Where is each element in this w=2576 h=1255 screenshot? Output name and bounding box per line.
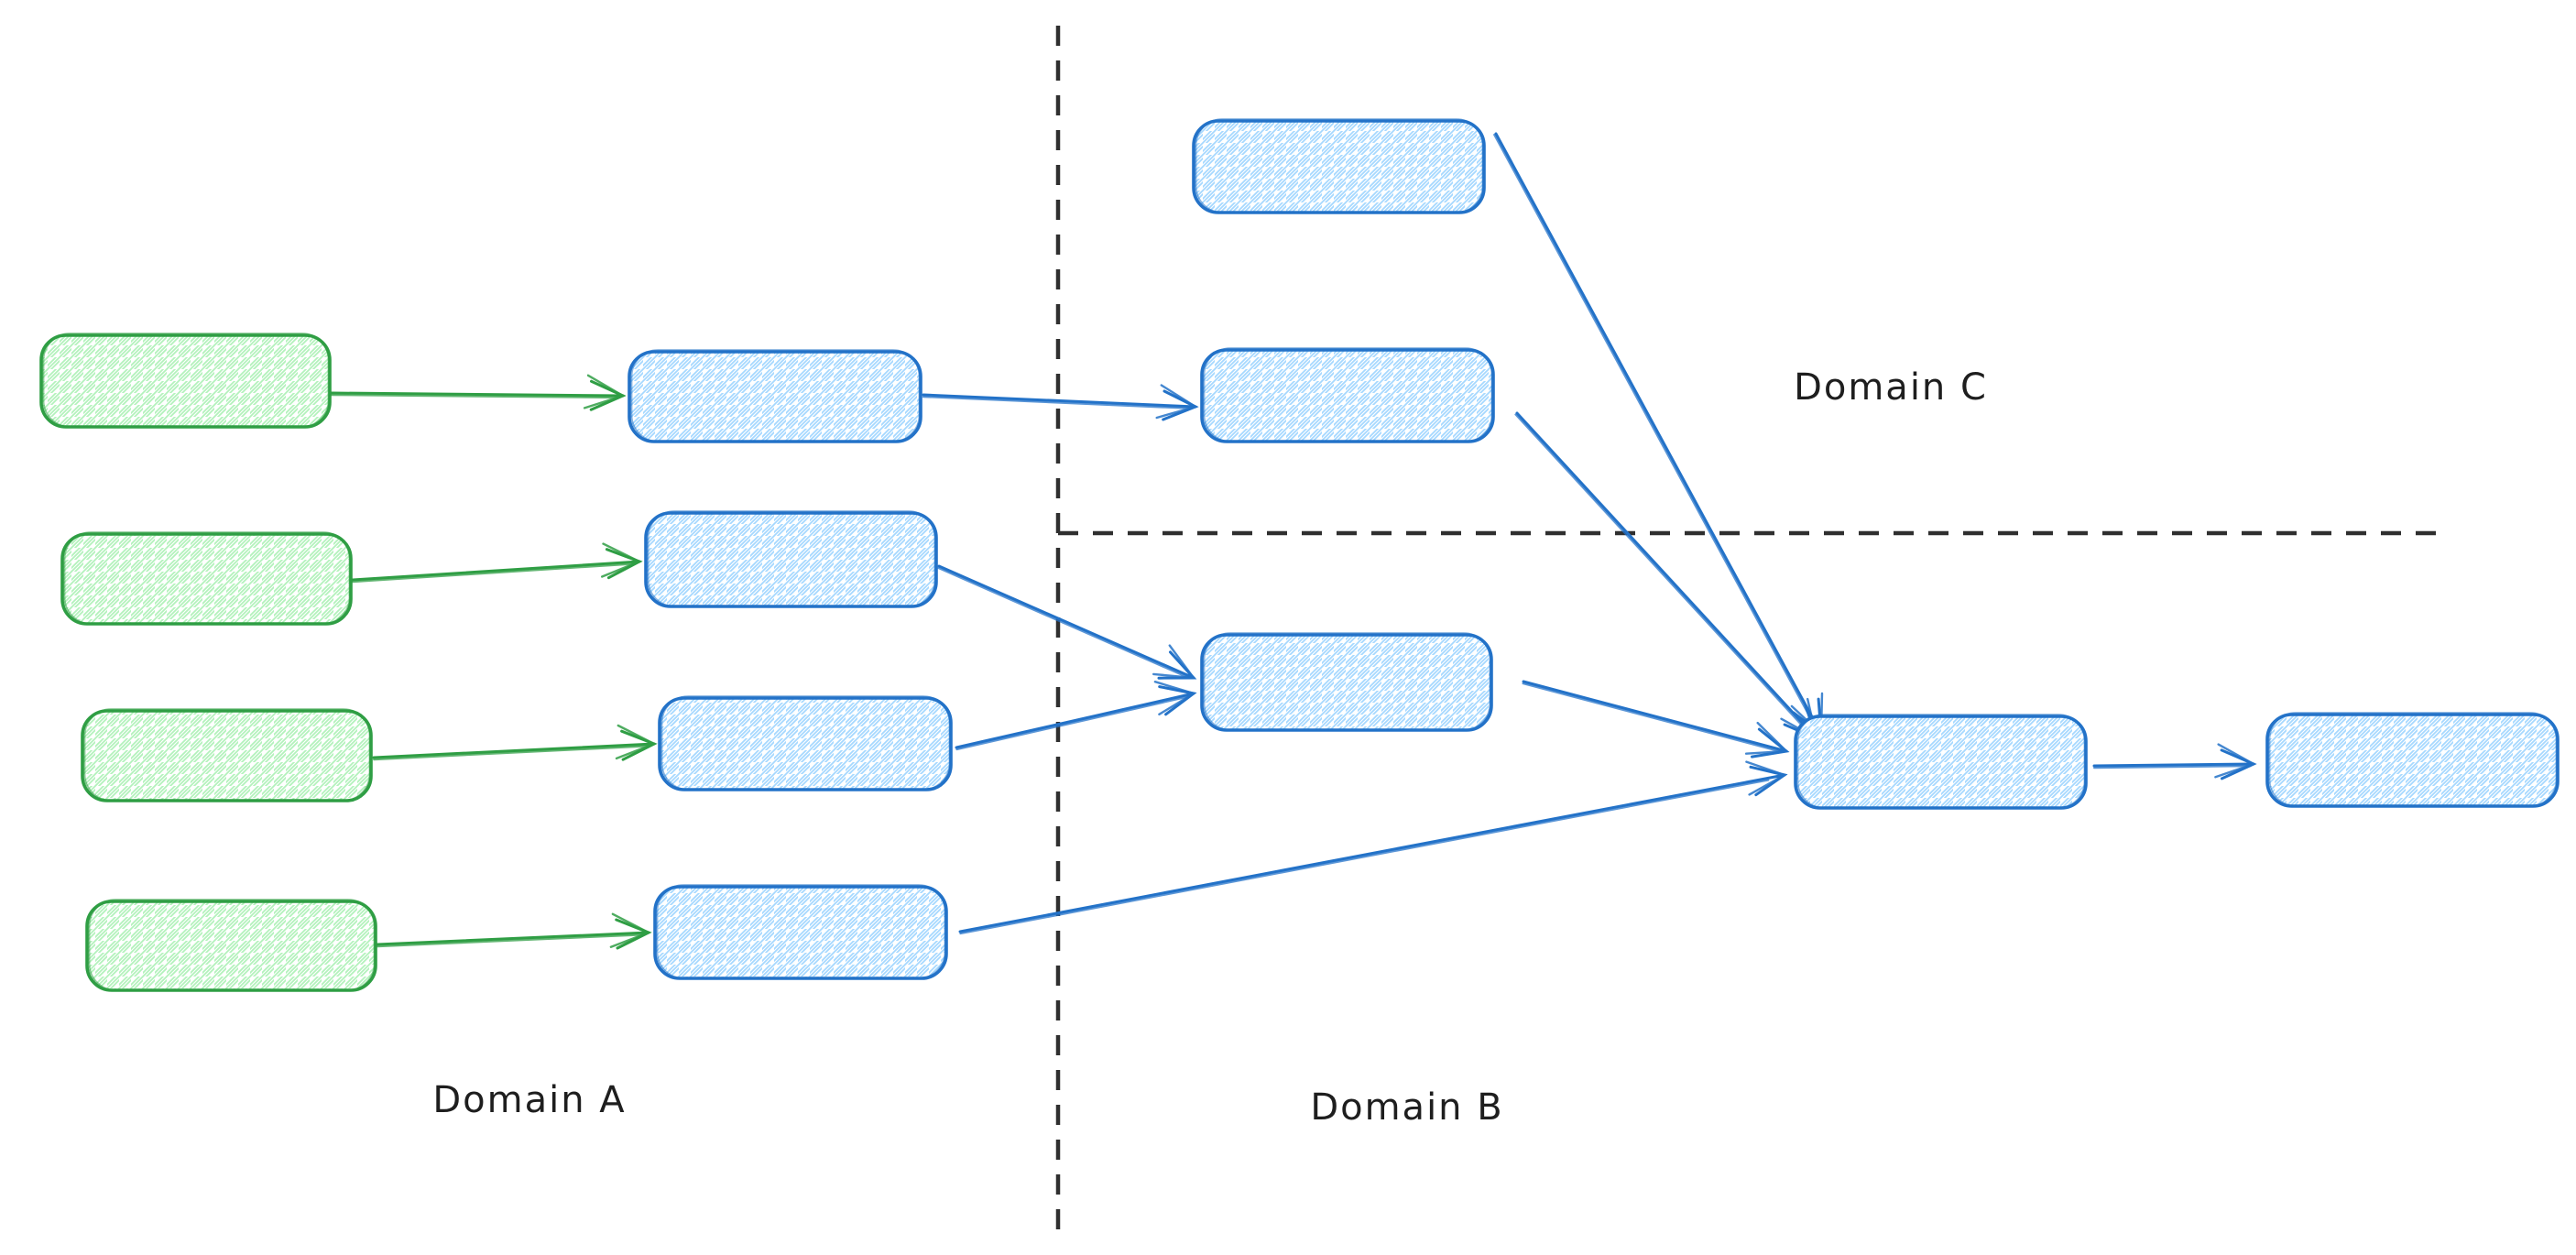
edge-stage1-bmid-arrow bbox=[922, 384, 1199, 421]
domain-a-stage-1-node bbox=[628, 349, 922, 443]
edge-cmerge-coutput-arrow bbox=[2092, 743, 2257, 780]
domain-a-stage-4-node bbox=[653, 884, 948, 980]
edge-source1-stage1-arrow bbox=[330, 374, 627, 411]
domain-b-top-node bbox=[1192, 118, 1486, 214]
domain-a-source-3-node bbox=[81, 708, 373, 802]
domain-b-lower-node bbox=[1200, 632, 1493, 732]
domain-c-merge-node bbox=[1794, 714, 2088, 810]
edge-source4-stage4-arrow bbox=[376, 912, 652, 950]
domain-a-source-1-node bbox=[39, 333, 332, 429]
domain-b-label: Domain B bbox=[1310, 1086, 1504, 1129]
edge-stage3-blower-arrow bbox=[955, 681, 1197, 751]
domain-a-stage-2-node bbox=[644, 510, 938, 608]
domain-a-label: Domain A bbox=[432, 1079, 627, 1121]
domain-c-output-node bbox=[2265, 712, 2560, 808]
domain-a-stage-3-node bbox=[658, 695, 953, 791]
domain-c-label: Domain C bbox=[1794, 366, 1988, 409]
edge-btop-cmerge-arrow bbox=[1493, 132, 1824, 737]
domain-b-mid-node bbox=[1200, 347, 1495, 443]
domain-a-source-2-node bbox=[60, 531, 353, 626]
edge-blower-cmerge-arrow bbox=[1522, 680, 1790, 758]
edge-bmid-cmerge-arrow bbox=[1514, 411, 1819, 741]
edge-source3-stage3-arrow bbox=[372, 724, 658, 761]
edge-stage2-blower-arrow bbox=[937, 564, 1197, 680]
edge-stage4-cmerge-arrow bbox=[958, 760, 1788, 935]
domain-a-source-4-node bbox=[85, 899, 377, 992]
edge-source2-stage2-arrow bbox=[351, 542, 643, 584]
